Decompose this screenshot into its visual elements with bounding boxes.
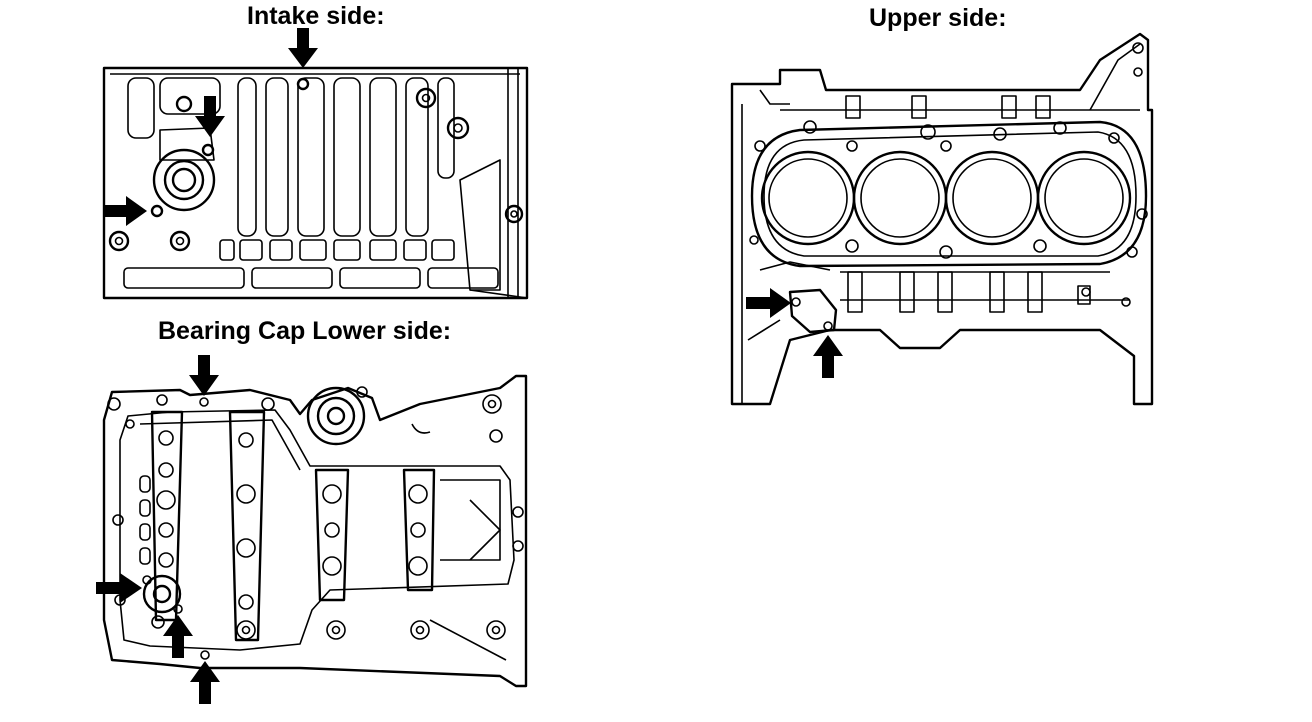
upper-arrow-left — [746, 288, 791, 318]
intake-side-block — [102, 66, 529, 300]
bearing-arrow-top — [189, 355, 219, 396]
upper-side-label: Upper side: — [869, 4, 1007, 32]
intake-arrow-left — [104, 196, 147, 226]
intake-side-label: Intake side: — [247, 2, 385, 30]
bearing-arrow-bottom-1 — [163, 615, 193, 658]
bearing-cap-block — [102, 374, 528, 688]
bearing-arrow-bottom-2 — [190, 661, 220, 704]
upper-side-block — [730, 32, 1154, 406]
intake-arrow-filter — [195, 96, 225, 137]
upper-arrow-bottom — [813, 335, 843, 378]
intake-arrow-top — [288, 28, 318, 68]
bearing-cap-lower-side-label: Bearing Cap Lower side: — [158, 317, 452, 345]
bearing-arrow-left — [96, 573, 142, 603]
